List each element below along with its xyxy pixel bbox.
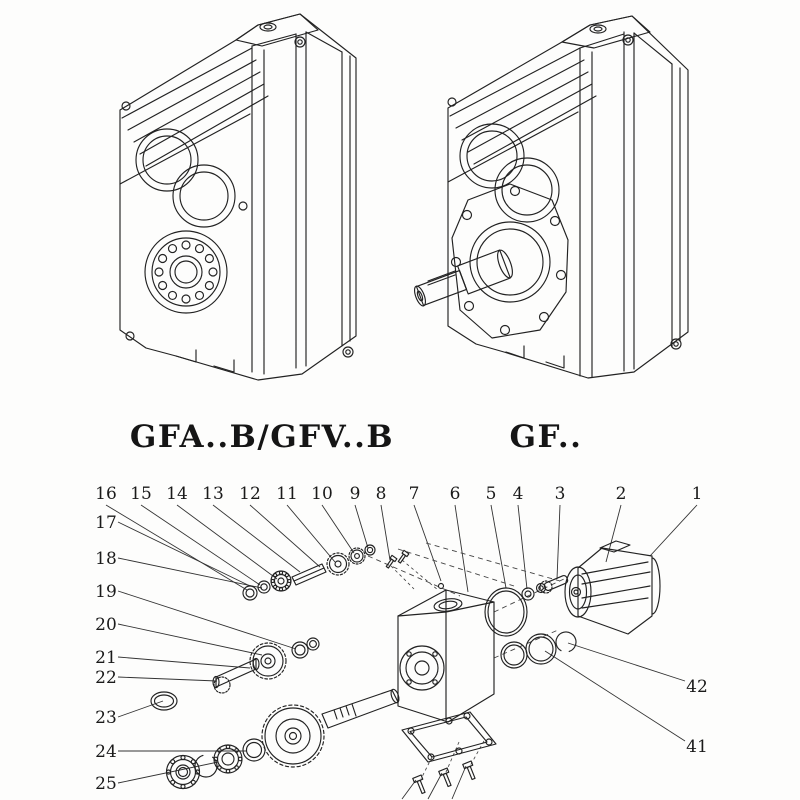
part-number: 4 — [513, 484, 524, 504]
exploded-parts-diagram: 16 15 14 13 12 11 10 9 8 7 6 5 4 3 2 1 1… — [95, 484, 708, 800]
part-number: 25 — [95, 774, 117, 794]
part-number: 23 — [95, 708, 117, 728]
part-number: 1 — [692, 484, 703, 504]
gearbox-drawing-gfab — [119, 13, 357, 381]
part-number: 16 — [95, 484, 117, 504]
seal-rings — [484, 574, 577, 669]
screw — [397, 549, 410, 564]
part-number: 5 — [486, 484, 497, 504]
mounting-plate-and-bolts — [401, 711, 497, 795]
part-number: 6 — [450, 484, 461, 504]
part-number: 12 — [239, 484, 261, 504]
part-number: 24 — [95, 742, 117, 762]
motor-assembly — [564, 540, 661, 635]
model-label-gf: GF.. — [510, 419, 583, 455]
part-number: 17 — [95, 513, 117, 533]
part-number-labels: 16 15 14 13 12 11 10 9 8 7 6 5 4 3 2 1 1… — [95, 484, 708, 794]
part-number: 19 — [95, 582, 117, 602]
part-number: 8 — [376, 484, 387, 504]
part-number: 9 — [350, 484, 361, 504]
intermediate-gear-assembly — [150, 637, 320, 711]
leader-lines — [105, 504, 698, 800]
part-number: 13 — [202, 484, 224, 504]
input-shaft-assembly — [242, 544, 410, 601]
part-number: 11 — [276, 484, 298, 504]
part-number: 41 — [686, 737, 708, 757]
part-number: 15 — [130, 484, 152, 504]
gear-housing — [397, 582, 495, 723]
part-number: 18 — [95, 549, 117, 569]
part-number: 22 — [95, 668, 117, 688]
part-number: 7 — [409, 484, 420, 504]
output-shaft-assembly — [165, 688, 400, 790]
part-number: 14 — [166, 484, 188, 504]
part-number: 10 — [311, 484, 333, 504]
part-number: 3 — [555, 484, 566, 504]
screw — [385, 554, 398, 569]
model-label-gfab: GFA..B/GFV..B — [130, 419, 394, 455]
part-number: 2 — [616, 484, 627, 504]
part-number: 42 — [686, 677, 708, 697]
gearbox-drawing-gf — [413, 15, 689, 379]
part-number: 20 — [95, 615, 117, 635]
part-number: 21 — [95, 648, 117, 668]
